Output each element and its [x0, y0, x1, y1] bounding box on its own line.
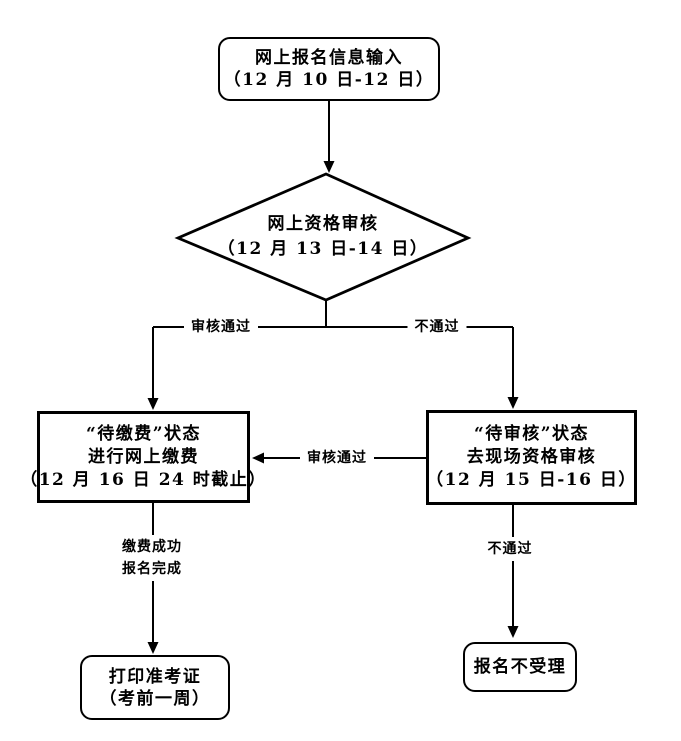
arrowhead-down-icon — [323, 161, 335, 173]
arrowhead-down-icon — [507, 397, 519, 409]
print-admission-box-line1: 打印准考证 — [108, 666, 202, 687]
arrowhead-down-icon — [507, 626, 519, 638]
print-admission-box-line2: （考前一周） — [99, 688, 211, 709]
onsite-review-box-line3: （12 月 15 日-16 日） — [426, 470, 637, 490]
start-node-line2: （12 月 10 日-12 日） — [223, 70, 435, 90]
payment-box-line1: “待缴费”状态 — [85, 423, 202, 444]
print-admission-box: 打印准考证 （考前一周） — [80, 655, 230, 720]
payment-box-line2: 进行网上缴费 — [88, 446, 199, 467]
edge-label-payment-success-line2: 报名完成 — [122, 561, 182, 577]
start-node-line1: 网上报名信息输入 — [255, 48, 403, 68]
arrowhead-left-icon — [252, 452, 264, 464]
decision-node: 网上资格审核 （12 月 13 日-14 日） — [178, 174, 468, 300]
onsite-review-box: “待审核”状态 去现场资格审核 （12 月 15 日-16 日） — [426, 410, 637, 505]
decision-node-line1: 网上资格审核 — [267, 214, 379, 234]
onsite-review-box-line1: “待审核”状态 — [473, 424, 590, 444]
edge-label-decision-fail: 不通过 — [407, 315, 467, 339]
edge-label-payment-success: 缴费成功 报名完成 — [115, 535, 189, 581]
rejected-box-line1: 报名不受理 — [473, 657, 567, 677]
onsite-review-box-line2: 去现场资格审核 — [466, 447, 597, 467]
rejected-box: 报名不受理 — [463, 642, 577, 692]
edge-label-decision-pass: 审核通过 — [184, 315, 258, 339]
arrowhead-down-icon — [147, 398, 159, 410]
start-node: 网上报名信息输入 （12 月 10 日-12 日） — [218, 37, 440, 101]
payment-box-line3: （12 月 16 日 24 时截止） — [20, 469, 267, 490]
edge-label-payment-success-line1: 缴费成功 — [122, 539, 182, 555]
edge-label-onsite-fail: 不通过 — [480, 537, 540, 561]
payment-box: “待缴费”状态 进行网上缴费 （12 月 16 日 24 时截止） — [20, 411, 265, 503]
edge-label-onsite-pass: 审核通过 — [300, 446, 374, 470]
decision-node-line2: （12 月 13 日-14 日） — [217, 239, 429, 259]
arrowhead-down-icon — [147, 642, 159, 654]
